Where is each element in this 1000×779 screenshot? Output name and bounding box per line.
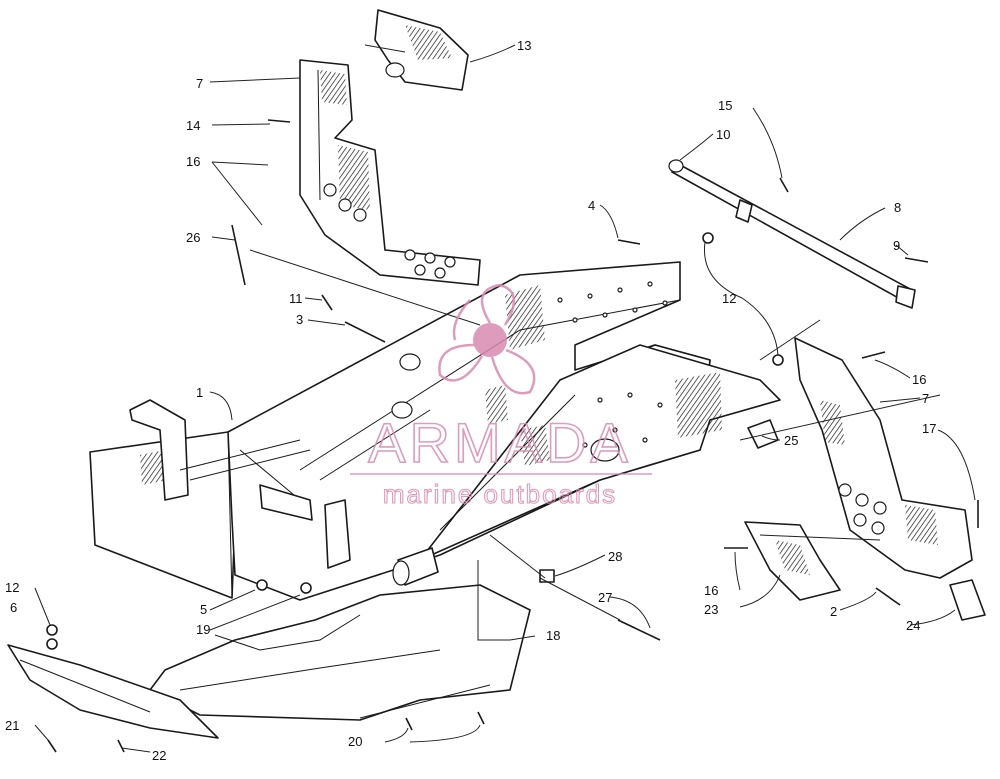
callout-16-right: 16 — [912, 372, 926, 387]
callout-24: 24 — [906, 618, 920, 633]
callout-leaders — [34, 44, 976, 753]
belly-pan-skid-plate — [149, 584, 531, 721]
callout-26: 26 — [186, 230, 200, 245]
callout-14: 14 — [186, 118, 200, 133]
callout-4: 4 — [588, 198, 595, 213]
callout-7-upper: 7 — [196, 76, 203, 91]
callout-10: 10 — [716, 127, 730, 142]
callout-11: 11 — [289, 291, 303, 306]
callout-16-lower: 16 — [704, 583, 718, 598]
callout-1: 1 — [196, 385, 203, 400]
callout-2: 2 — [830, 604, 837, 619]
callout-labels: 1 2 3 4 5 6 7 7 8 9 10 11 12 12 13 14 15… — [5, 38, 936, 763]
callout-25: 25 — [784, 433, 798, 448]
callout-5: 5 — [200, 602, 207, 617]
callout-18: 18 — [546, 628, 560, 643]
steering-support-left — [299, 59, 481, 286]
callout-15: 15 — [718, 98, 732, 113]
callout-9: 9 — [893, 238, 900, 253]
callout-20: 20 — [348, 734, 362, 749]
callout-12-right: 12 — [722, 291, 736, 306]
assembly-guide-lines — [249, 44, 941, 621]
callout-28: 28 — [608, 549, 622, 564]
callout-22: 22 — [152, 748, 166, 763]
watermark-brand: ARMADA — [368, 411, 632, 474]
watermark-tagline: marine outboards — [383, 479, 617, 509]
callout-3: 3 — [296, 312, 303, 327]
propeller-logo-icon — [438, 283, 536, 395]
hardware-parts — [46, 119, 986, 753]
callout-17: 17 — [922, 421, 936, 436]
callout-6: 6 — [10, 600, 17, 615]
callout-21: 21 — [5, 718, 19, 733]
frame-rivet-holes — [557, 281, 668, 448]
armada-watermark: ARMADA marine outboards — [350, 283, 652, 510]
callout-16-upper: 16 — [186, 154, 200, 169]
steering-cover-bracket — [374, 9, 469, 91]
callout-27: 27 — [598, 590, 612, 605]
steering-shaft-tube — [668, 159, 916, 309]
steering-support-right — [794, 337, 973, 579]
main-frame-tunnel — [89, 261, 781, 601]
callout-7-right: 7 — [922, 391, 929, 406]
callout-19: 19 — [196, 622, 210, 637]
mounting-bracket-plate — [744, 521, 841, 601]
callout-12-left: 12 — [5, 580, 19, 595]
callout-23: 23 — [704, 602, 718, 617]
callout-8: 8 — [894, 200, 901, 215]
front-bumper-skid — [7, 644, 219, 739]
callout-13: 13 — [517, 38, 531, 53]
